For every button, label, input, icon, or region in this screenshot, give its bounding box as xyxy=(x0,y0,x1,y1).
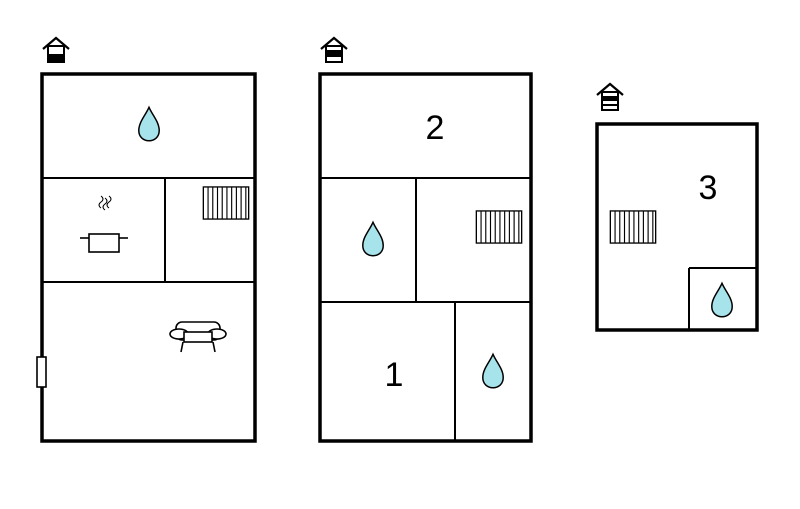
sofa-icon xyxy=(169,321,227,353)
room-number-3: 3 xyxy=(699,169,718,207)
first-floor-level-icon xyxy=(320,36,348,63)
entrance-door-icon xyxy=(36,356,47,388)
radiator-icon xyxy=(475,210,523,244)
cooking-pot-icon xyxy=(80,195,128,253)
radiator-icon xyxy=(609,210,657,244)
second-floor-level-icon xyxy=(596,82,624,111)
room-number-2: 2 xyxy=(426,109,445,147)
room-number-1: 1 xyxy=(385,356,404,394)
radiator-icon xyxy=(202,186,250,220)
ground-floor-level-icon xyxy=(42,36,70,63)
